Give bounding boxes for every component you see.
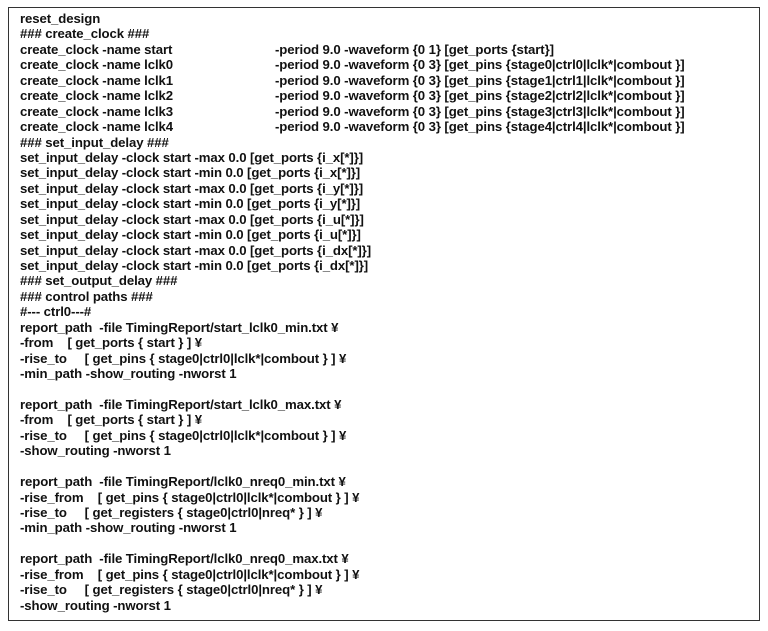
timing-constraints-script: reset_design### create_clock ###create_c… (20, 11, 685, 613)
code-line: ### create_clock ### (20, 26, 371, 41)
code-text: #--- ctrl0---# (20, 304, 92, 320)
code-line: -from [ get_ports { start } ] ¥ (20, 412, 371, 427)
code-text: create_clock -name start (20, 41, 173, 57)
code-text: set_input_delay -clock start -max 0.0 [g… (20, 180, 364, 196)
code-line: create_clock -name lclk3 -period 9.0 -wav… (20, 103, 685, 119)
code-text: report_path -file TimingReport/lclk0_nre… (20, 474, 346, 490)
code-line: -rise_from [ get_pins { stage0|ctrl0|lcl… (20, 567, 371, 582)
code-line: -rise_to [ get_registers { stage0|ctrl0|… (20, 582, 371, 597)
code-text: -from [ get_ports { start } ] ¥ (20, 412, 202, 428)
code-text-args: -period 9.0 -waveform {0 3} [get_pins {s… (275, 119, 685, 135)
code-line: reset_design (20, 11, 371, 26)
code-line: ### control paths ### (20, 289, 371, 304)
code-line: create_clock -name start -period 9.0 -wav… (20, 41, 554, 57)
code-text: -rise_to [ get_registers { stage0|ctrl0|… (20, 505, 323, 520)
code-line: set_input_delay -clock start -min 0.0 [g… (20, 258, 371, 273)
code-line: set_input_delay -clock start -max 0.0 [g… (20, 243, 371, 258)
code-text-args: -period 9.0 -waveform {0 3} [get_pins {s… (275, 88, 685, 104)
code-text: create_clock -name lclk3 (20, 103, 174, 119)
code-line: -show_routing -nworst 1 (20, 598, 371, 613)
code-line: #--- ctrl0---# (20, 304, 371, 319)
code-line (20, 382, 371, 397)
code-line: create_clock -name lclk0 -period 9.0 -wav… (20, 57, 685, 73)
code-line: -rise_from [ get_pins { stage0|ctrl0|lcl… (20, 490, 371, 505)
code-text: -rise_from [ get_pins { stage0|ctrl0|lcl… (20, 489, 360, 505)
code-line: set_input_delay -clock start -min 0.0 [g… (20, 227, 371, 242)
code-text: reset_design (20, 11, 101, 26)
code-text-args: -period 9.0 -waveform {0 3} [get_pins {s… (275, 72, 685, 88)
code-line: set_input_delay -clock start -max 0.0 [g… (20, 181, 371, 196)
code-text: create_clock -name lclk1 (20, 72, 174, 88)
code-text: report_path -file TimingReport/start_lcl… (20, 319, 339, 335)
code-text: set_input_delay -clock start -max 0.0 [g… (20, 242, 372, 258)
code-text: report_path -file TimingReport/start_lcl… (20, 396, 342, 412)
code-line: ### set_output_delay ### (20, 273, 371, 288)
code-text: set_input_delay -clock start -min 0.0 [g… (20, 165, 361, 181)
code-line: set_input_delay -clock start -max 0.0 [g… (20, 150, 371, 165)
code-text-args: -period 9.0 -waveform {0 3} [get_pins {s… (275, 57, 685, 73)
code-text-args: -period 9.0 -waveform {0 1} [get_ports {… (275, 41, 554, 57)
code-text: ### create_clock ### (20, 26, 150, 42)
code-text: set_input_delay -clock start -min 0.0 [g… (20, 258, 369, 273)
code-line: -from [ get_ports { start } ] ¥ (20, 335, 371, 350)
code-line: set_input_delay -clock start -min 0.0 [g… (20, 165, 371, 180)
code-line (20, 536, 371, 551)
code-line: report_path -file TimingReport/start_lcl… (20, 397, 371, 412)
code-text: create_clock -name lclk0 (20, 57, 174, 73)
code-text: -rise_from [ get_pins { stage0|ctrl0|lcl… (20, 566, 360, 582)
code-line: create_clock -name lclk2 -period 9.0 -wav… (20, 88, 685, 104)
code-text: -min_path -show_routing -nworst 1 (20, 366, 237, 382)
code-text: create_clock -name lclk4 (20, 119, 174, 135)
code-line: report_path -file TimingReport/lclk0_nre… (20, 551, 371, 566)
code-text: ### set_input_delay ### (20, 134, 169, 150)
code-line: -min_path -show_routing -nworst 1 (20, 520, 371, 535)
code-text: set_input_delay -clock start -min 0.0 [g… (20, 227, 361, 243)
code-text: ### set_output_delay ### (20, 273, 178, 289)
code-line: -show_routing -nworst 1 (20, 443, 371, 458)
code-text: -show_routing -nworst 1 (20, 443, 171, 459)
code-line: report_path -file TimingReport/start_lcl… (20, 320, 371, 335)
code-text-args: -period 9.0 -waveform {0 3} [get_pins {s… (275, 103, 685, 119)
code-text: -min_path -show_routing -nworst 1 (20, 520, 237, 536)
code-text: create_clock -name lclk2 (20, 88, 174, 104)
code-line: -rise_to [ get_pins { stage0|ctrl0|lclk*… (20, 428, 371, 443)
code-text: -rise_to [ get_pins { stage0|ctrl0|lclk*… (20, 350, 347, 366)
code-text: set_input_delay -clock start -max 0.0 [g… (20, 149, 364, 165)
code-line: create_clock -name lclk1 -period 9.0 -wav… (20, 72, 685, 88)
code-line: set_input_delay -clock start -min 0.0 [g… (20, 196, 371, 211)
code-text: -show_routing -nworst 1 (20, 597, 171, 613)
code-text: report_path -file TimingReport/lclk0_nre… (20, 551, 349, 567)
code-line: create_clock -name lclk4 -period 9.0 -wav… (20, 119, 685, 135)
code-text: -from [ get_ports { start } ] ¥ (20, 335, 202, 351)
code-line: -rise_to [ get_registers { stage0|ctrl0|… (20, 505, 371, 520)
code-line: report_path -file TimingReport/lclk0_nre… (20, 474, 371, 489)
code-line: set_input_delay -clock start -max 0.0 [g… (20, 212, 371, 227)
code-text: set_input_delay -clock start -min 0.0 [g… (20, 196, 361, 212)
code-line: -min_path -show_routing -nworst 1 (20, 366, 371, 381)
code-text: set_input_delay -clock start -max 0.0 [g… (20, 211, 364, 227)
code-line (20, 459, 371, 474)
code-line: -rise_to [ get_pins { stage0|ctrl0|lclk*… (20, 351, 371, 366)
code-text: -rise_to [ get_registers { stage0|ctrl0|… (20, 582, 323, 598)
code-text: -rise_to [ get_pins { stage0|ctrl0|lclk*… (20, 427, 347, 443)
code-line: ### set_input_delay ### (20, 135, 371, 150)
code-frame (8, 7, 760, 621)
code-text: ### control paths ### (20, 288, 153, 304)
